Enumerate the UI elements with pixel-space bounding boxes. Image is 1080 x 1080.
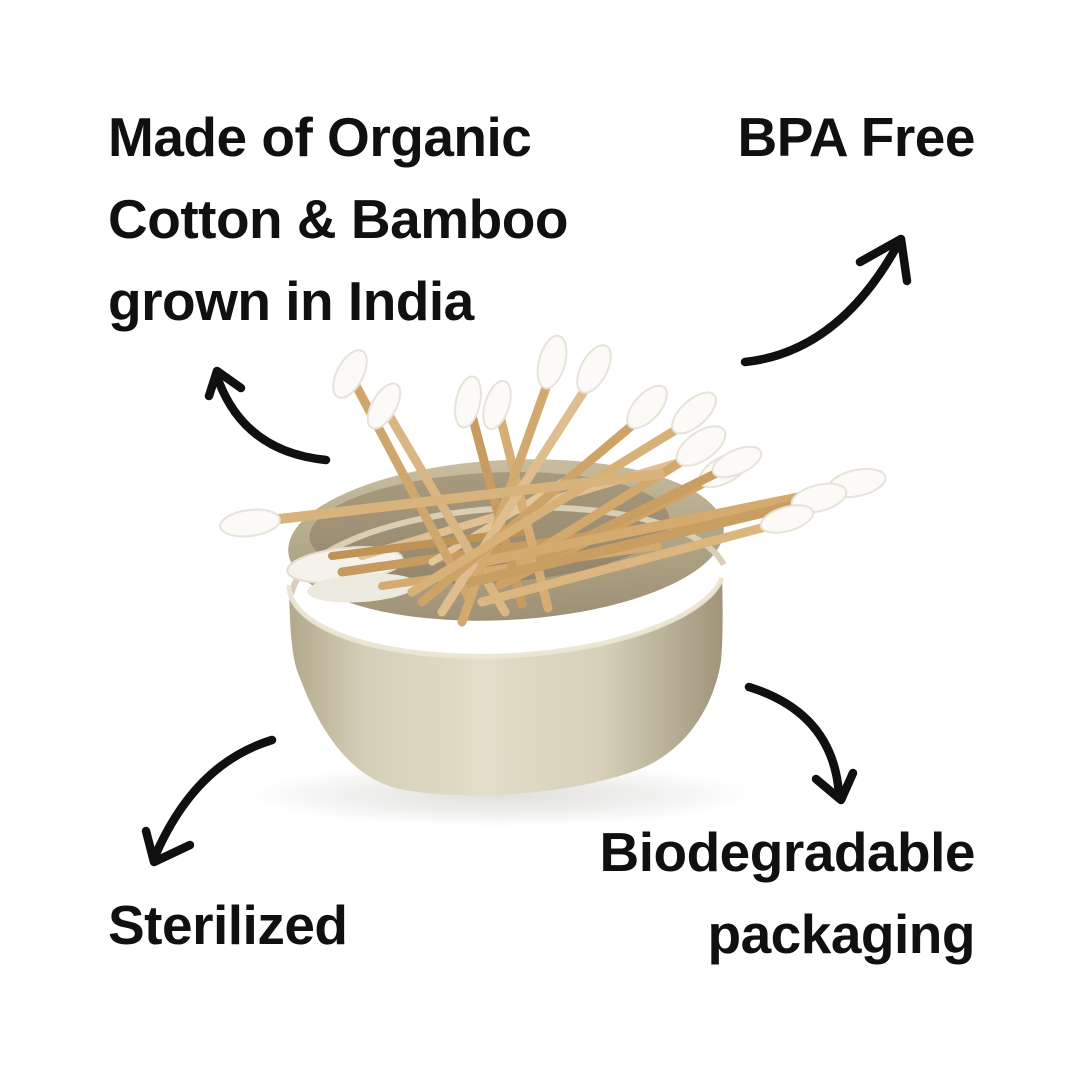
jar-shadow xyxy=(245,763,755,827)
label-sterilized: Sterilized xyxy=(108,884,348,966)
label-line: Biodegradable xyxy=(599,821,975,883)
label-bpa-free: BPA Free xyxy=(737,96,976,178)
label-biodegradable-packaging: Biodegradable packaging xyxy=(599,811,975,975)
arrow-to-bpa-free-text-icon xyxy=(740,234,912,367)
label-line: Made of Organic xyxy=(108,106,532,168)
jar-front-rim xyxy=(286,577,725,659)
label-line: grown in India xyxy=(108,270,474,332)
arrow-to-sterilized-text-icon xyxy=(141,735,277,867)
label-line: BPA Free xyxy=(737,106,976,168)
arrow-to-biodegradable-text-icon xyxy=(744,682,858,805)
label-line: packaging xyxy=(707,903,975,965)
label-line: Cotton & Bamboo xyxy=(108,188,568,250)
cotton-tips-over-rim xyxy=(219,425,887,538)
label-made-of-organic: Made of Organic Cotton & Bamboo grown in… xyxy=(108,96,568,342)
label-line: Sterilized xyxy=(108,894,348,956)
jar-body xyxy=(288,578,723,796)
arrow-to-organic-cotton-text-icon xyxy=(204,366,331,465)
